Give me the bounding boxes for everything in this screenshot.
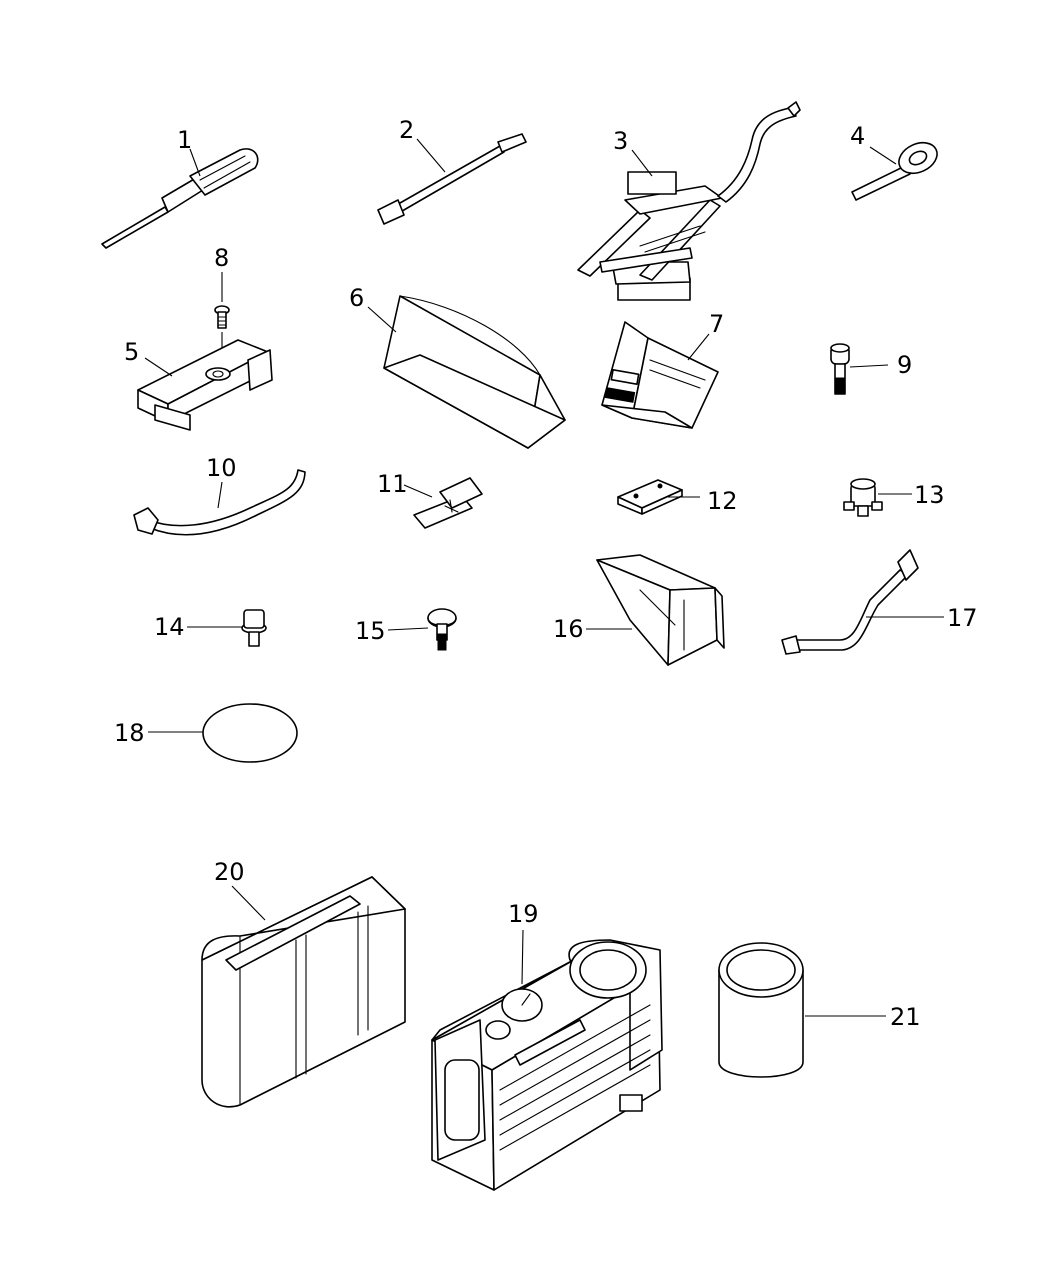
flange-bolt-icon bbox=[241, 609, 267, 647]
callout-9: 9 bbox=[897, 351, 912, 379]
callout-18: 18 bbox=[114, 719, 145, 747]
callout-21: 21 bbox=[890, 1003, 921, 1031]
sealant-bottle-icon bbox=[718, 942, 804, 1078]
callout-4: 4 bbox=[850, 122, 865, 150]
callout-10: 10 bbox=[206, 454, 237, 482]
sealant-kit-case-icon bbox=[201, 876, 406, 1108]
callout-20: 20 bbox=[214, 858, 245, 886]
callout-12: 12 bbox=[707, 487, 738, 515]
jack-handle-rod-icon bbox=[133, 469, 306, 536]
label-icon bbox=[202, 703, 298, 763]
scissor-jack-icon bbox=[577, 101, 801, 301]
callout-7: 7 bbox=[709, 310, 724, 338]
callout-3: 3 bbox=[613, 127, 628, 155]
callout-19: 19 bbox=[508, 900, 539, 928]
callout-2: 2 bbox=[399, 116, 414, 144]
callout-13: 13 bbox=[914, 481, 945, 509]
callout-6: 6 bbox=[349, 284, 364, 312]
tow-eye-icon bbox=[851, 141, 938, 201]
jack-handle-extension-icon bbox=[377, 133, 527, 225]
wheel-chock-block-icon bbox=[383, 295, 566, 449]
jack-bracket-icon bbox=[137, 339, 273, 431]
callout-11: 11 bbox=[377, 470, 408, 498]
callout-17: 17 bbox=[947, 604, 978, 632]
callout-15: 15 bbox=[355, 617, 386, 645]
push-pin-icon bbox=[427, 608, 457, 651]
clip-bracket-icon bbox=[413, 477, 483, 529]
callout-5: 5 bbox=[124, 338, 139, 366]
bolt-icon bbox=[830, 343, 850, 395]
tire-inflator-compressor-icon bbox=[431, 939, 663, 1191]
tie-down-strap-icon bbox=[781, 549, 919, 655]
storage-tray-icon bbox=[596, 554, 725, 666]
jack-pad-icon bbox=[617, 479, 683, 515]
callout-1: 1 bbox=[177, 126, 192, 154]
screw-icon bbox=[214, 305, 230, 329]
callout-14: 14 bbox=[154, 613, 185, 641]
wheel-chock-icon bbox=[601, 321, 719, 429]
screwdriver-icon bbox=[101, 148, 259, 249]
callout-8: 8 bbox=[214, 244, 229, 272]
callout-16: 16 bbox=[553, 615, 584, 643]
nut-icon bbox=[843, 478, 883, 517]
